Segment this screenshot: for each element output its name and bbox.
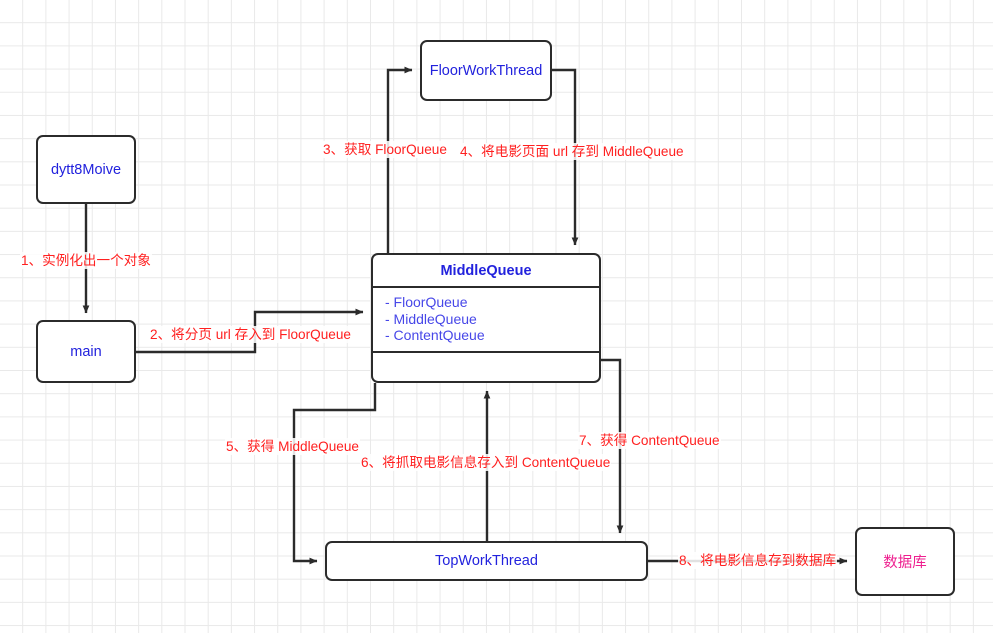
- middle-queue-operations: [373, 353, 599, 382]
- node-main[interactable]: main: [36, 320, 136, 383]
- node-dytt8moive-label: dytt8Moive: [50, 161, 122, 178]
- node-middle-queue[interactable]: MiddleQueue - FloorQueue - MiddleQueue -…: [371, 253, 601, 383]
- node-database[interactable]: 数据库: [855, 527, 955, 596]
- edge-label-step3: 3、获取 FloorQueue: [322, 141, 448, 158]
- middle-queue-title: MiddleQueue: [373, 255, 599, 288]
- node-database-label: 数据库: [883, 555, 927, 571]
- edge-label-step5: 5、获得 MiddleQueue: [225, 438, 360, 455]
- edge-label-step8: 8、将电影信息存到数据库: [678, 552, 838, 569]
- middle-queue-attr-middlequeue: - MiddleQueue: [385, 310, 477, 327]
- middle-queue-attr-contentqueue: - ContentQueue: [385, 327, 485, 343]
- edge-label-step6: 6、将抓取电影信息存入到 ContentQueue: [360, 454, 612, 471]
- node-dytt8moive[interactable]: dytt8Moive: [36, 135, 136, 204]
- node-floor-work-thread-label: FloorWorkThread: [429, 62, 543, 79]
- edge-label-step2: 2、将分页 url 存入到 FloorQueue: [149, 326, 352, 343]
- node-main-label: main: [70, 343, 102, 360]
- edge-label-step7: 7、获得 ContentQueue: [578, 432, 721, 449]
- edge-label-step1: 1、实例化出一个对象: [20, 252, 152, 269]
- node-top-work-thread[interactable]: TopWorkThread: [325, 541, 648, 581]
- edge-5-middlequeue-to-topworkthread: [292, 383, 377, 565]
- edge-3-middlequeue-to-floorworkthread: [386, 66, 413, 253]
- node-top-work-thread-label: TopWorkThread: [435, 553, 538, 569]
- middle-queue-attributes: - FloorQueue - MiddleQueue - ContentQueu…: [373, 288, 599, 353]
- middle-queue-attr-floorqueue: - FloorQueue: [385, 294, 468, 310]
- edge-label-step4: 4、将电影页面 url 存到 MiddleQueue: [459, 143, 685, 160]
- node-floor-work-thread[interactable]: FloorWorkThread: [420, 40, 552, 101]
